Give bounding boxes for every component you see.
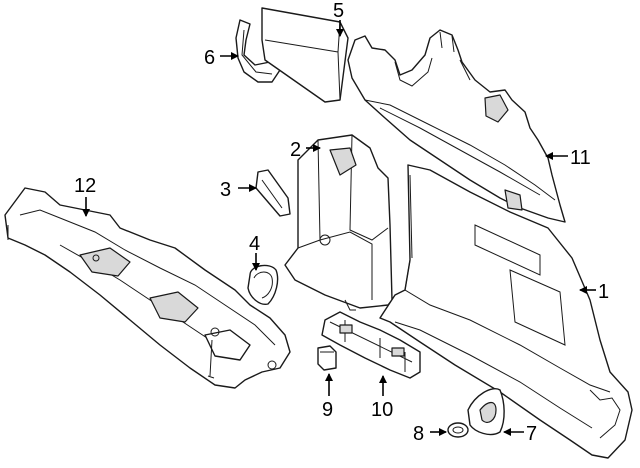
part-11-upper-trim bbox=[347, 29, 566, 223]
callout-11: 11 bbox=[545, 147, 591, 169]
callout-3: 3 bbox=[220, 179, 257, 201]
part-9-clip bbox=[317, 345, 337, 371]
callout-9-label: 9 bbox=[322, 399, 333, 421]
callout-2-label: 2 bbox=[290, 139, 301, 161]
callout-7-label: 7 bbox=[526, 423, 537, 445]
callout-1: 1 bbox=[579, 281, 609, 303]
part-2-side-panel bbox=[284, 134, 393, 311]
callout-10-label: 10 bbox=[371, 399, 393, 421]
part-1-side-trim bbox=[379, 164, 633, 459]
callout-5-label: 5 bbox=[333, 0, 344, 22]
part-4-retainer bbox=[247, 264, 279, 305]
callout-12: 12 bbox=[74, 175, 96, 217]
part-10-fastener-strip bbox=[321, 311, 421, 379]
callout-2: 2 bbox=[290, 139, 321, 161]
callout-10: 10 bbox=[371, 375, 393, 421]
callout-11-label: 11 bbox=[570, 147, 591, 169]
part-5-trim-panel bbox=[261, 7, 349, 103]
callout-4: 4 bbox=[249, 233, 260, 271]
part-3-clip bbox=[255, 169, 291, 217]
callout-5: 5 bbox=[333, 0, 344, 37]
callout-3-label: 3 bbox=[220, 179, 231, 201]
part-7-cover bbox=[467, 388, 505, 436]
part-8-push-pin bbox=[447, 422, 469, 438]
callout-9: 9 bbox=[322, 373, 333, 421]
callout-7: 7 bbox=[503, 423, 537, 445]
callout-8: 8 bbox=[413, 423, 447, 445]
callout-8-label: 8 bbox=[413, 423, 424, 445]
callout-12-label: 12 bbox=[74, 175, 96, 197]
callout-4-label: 4 bbox=[249, 233, 260, 255]
callout-1-label: 1 bbox=[598, 281, 609, 303]
part-12-floor-rail bbox=[4, 187, 291, 389]
callout-6: 6 bbox=[204, 47, 239, 69]
callout-6-label: 6 bbox=[204, 47, 215, 69]
